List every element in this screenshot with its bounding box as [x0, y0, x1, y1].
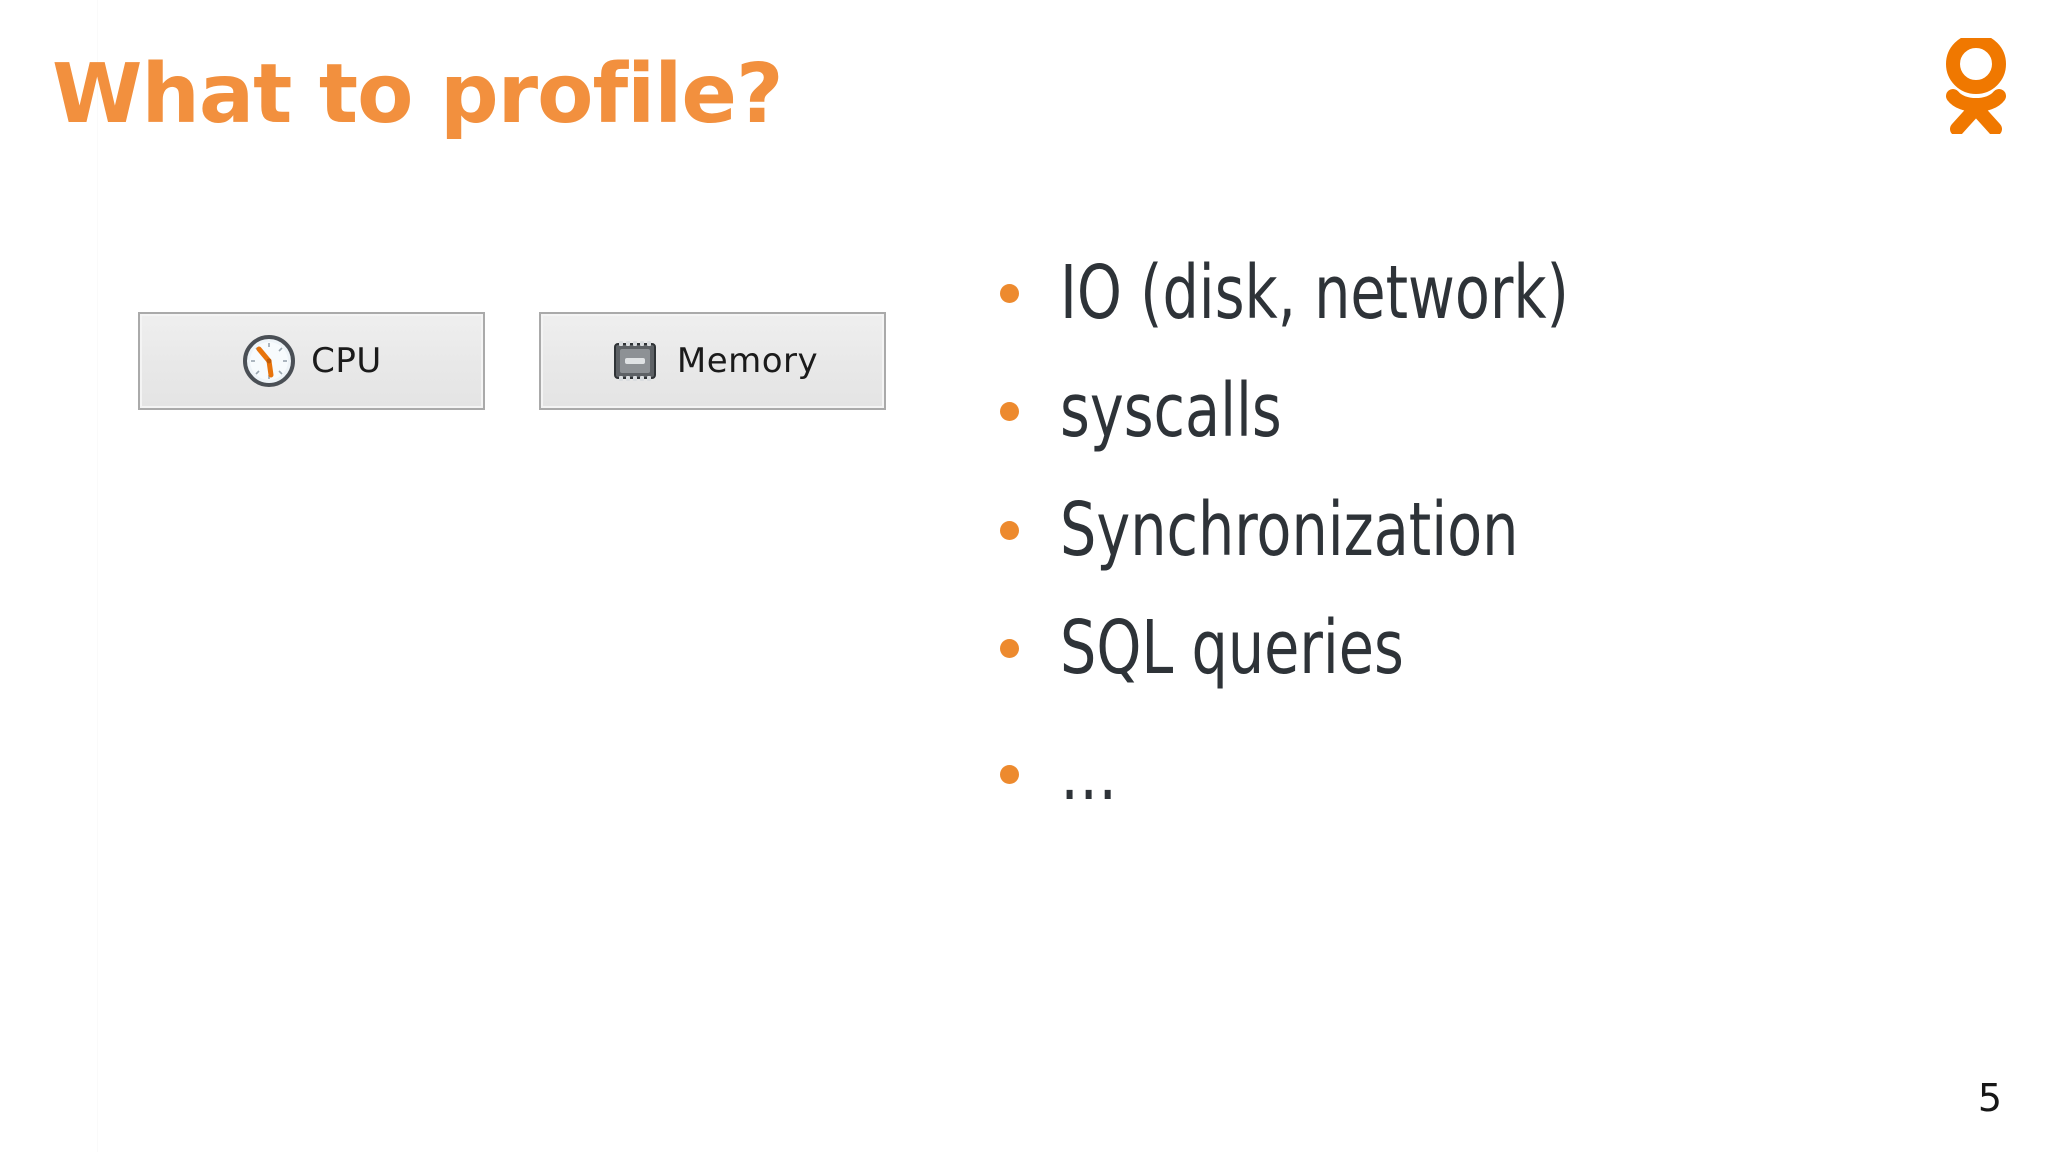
- profile-targets-list: IO (disk, network) syscalls Synchronizat…: [1000, 248, 1960, 847]
- list-item: SQL queries: [1000, 603, 1960, 693]
- list-item: IO (disk, network): [1000, 248, 1960, 338]
- page-number: 5: [1977, 1076, 2002, 1120]
- odnoklassniki-logo: [1940, 34, 2012, 136]
- bullet-dot-icon: [1000, 638, 1019, 658]
- list-item: syscalls: [1000, 366, 1960, 456]
- list-item-label: Synchronization: [1060, 486, 1519, 573]
- odnoklassniki-logo-icon: [1946, 34, 2006, 136]
- bullet-dot-icon: [1000, 520, 1019, 540]
- cpu-button[interactable]: CPU: [138, 312, 485, 410]
- list-item-label: …: [1060, 731, 1119, 818]
- page-title: What to profile?: [52, 47, 784, 142]
- cpu-button-label: CPU: [311, 341, 382, 381]
- list-item-label: IO (disk, network): [1060, 250, 1569, 336]
- memory-chip-icon: [613, 341, 656, 381]
- bullet-dot-icon: [1000, 284, 1019, 303]
- list-item: Synchronization: [1000, 485, 1960, 575]
- memory-button[interactable]: Memory: [539, 312, 886, 410]
- bullet-dot-icon: [1000, 402, 1019, 422]
- bullet-dot-icon: [1000, 765, 1019, 785]
- list-item-label: SQL queries: [1060, 604, 1404, 691]
- left-margin-rule: [97, 0, 98, 1152]
- list-item-label: syscalls: [1060, 368, 1282, 455]
- memory-button-label: Memory: [676, 341, 819, 381]
- profiler-toolbar: CPU Memory: [138, 312, 886, 410]
- clock-icon: [243, 335, 296, 387]
- list-item: …: [1000, 729, 1960, 819]
